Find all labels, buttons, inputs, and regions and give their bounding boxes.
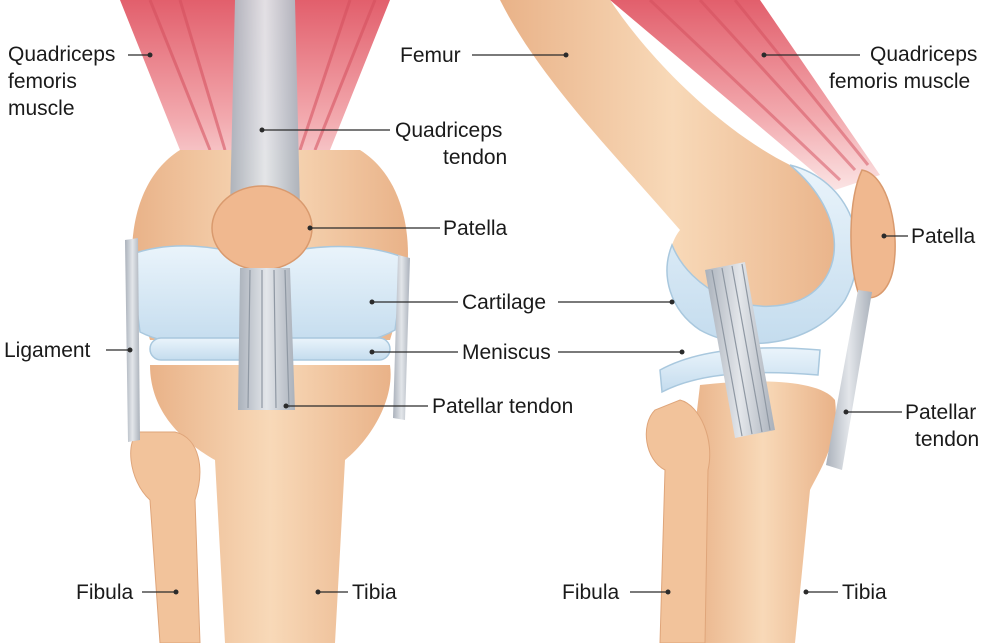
label-fibula-side: Fibula [562, 581, 620, 604]
front-patella [212, 186, 312, 270]
label-front-quadriceps-1: Quadriceps [8, 43, 115, 66]
label-patellar-tendon-side-2: tendon [915, 428, 979, 451]
label-side-quadriceps-1: Quadriceps [870, 43, 977, 66]
label-patella-side: Patella [911, 225, 976, 248]
front-fibula [131, 432, 200, 643]
side-patellar-tendon [826, 290, 872, 470]
label-tibia-front: Tibia [352, 581, 397, 604]
front-view [120, 0, 410, 643]
label-quad-tendon-1: Quadriceps [395, 119, 502, 142]
label-ligament: Ligament [4, 339, 91, 362]
front-quadriceps-tendon [230, 0, 300, 210]
label-patellar-tendon-front: Patellar tendon [432, 395, 573, 418]
label-front-quadriceps-2: femoris [8, 70, 77, 93]
label-fibula-front: Fibula [76, 581, 134, 604]
label-patella-front: Patella [443, 217, 508, 240]
label-tibia-side: Tibia [842, 581, 887, 604]
label-cartilage: Cartilage [462, 291, 546, 314]
side-view [500, 0, 895, 643]
side-fibula [646, 400, 709, 643]
label-femur: Femur [400, 44, 461, 67]
label-quad-tendon-2: tendon [443, 146, 507, 169]
label-front-quadriceps-3: muscle [8, 97, 75, 120]
side-patella [851, 170, 895, 298]
label-meniscus: Meniscus [462, 341, 551, 364]
label-patellar-tendon-side-1: Patellar [905, 401, 976, 424]
front-ligament-left [125, 238, 140, 442]
label-side-quadriceps-2: femoris muscle [829, 70, 970, 93]
